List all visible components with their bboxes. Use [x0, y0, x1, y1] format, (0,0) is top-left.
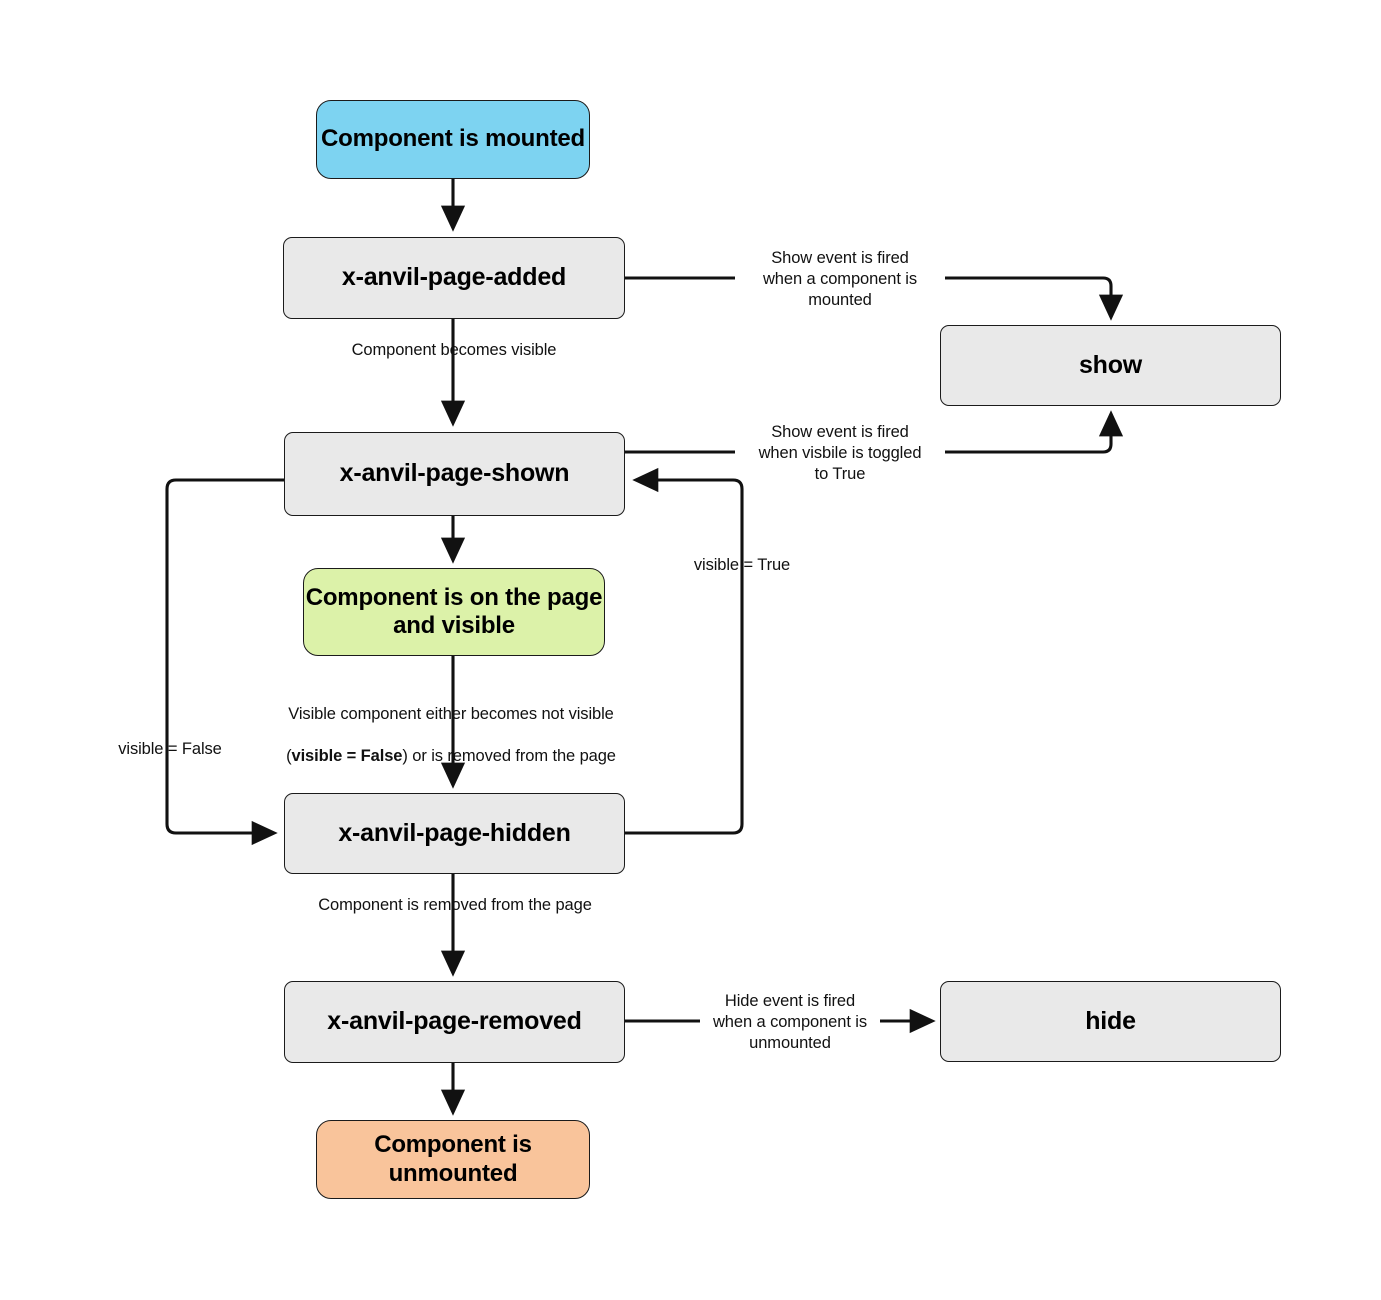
- edge-label-show-event-on-mount: Show event is fired when a component is …: [762, 249, 918, 310]
- edge-label-hide-event-on-unmount: Hide event is fired when a component is …: [712, 992, 868, 1053]
- edge-label-visible-true: visible = True: [693, 556, 791, 574]
- edge-label-visible-false: visible = False: [118, 740, 222, 758]
- edge-label-paren-close-rest: ) or is removed from the page: [402, 747, 616, 766]
- edge-label-paren-open: (: [286, 747, 292, 766]
- edge-label-show-event-on-visible-true: Show event is fired when visbile is togg…: [758, 423, 922, 484]
- node-x-anvil-page-hidden[interactable]: x-anvil-page-hidden: [284, 793, 625, 874]
- node-component-is-mounted[interactable]: Component is mounted: [316, 100, 590, 179]
- edge-label-component-becomes-visible: Component becomes visible: [351, 341, 557, 359]
- edge-page-added-to-show-elbow: [945, 276, 1124, 321]
- node-hide[interactable]: hide: [940, 981, 1281, 1062]
- node-x-anvil-page-shown[interactable]: x-anvil-page-shown: [284, 432, 625, 516]
- edge-page-shown-to-show-elbow: [945, 410, 1124, 454]
- edge-label-visible-component-becomes-not-visible: Visible component either becomes not vis…: [262, 683, 640, 767]
- node-component-on-page-and-visible[interactable]: Component is on the page and visible: [303, 568, 605, 656]
- edge-page-hidden-to-page-shown-loop: [625, 467, 744, 835]
- edge-label-visible-false-bold: visible = False: [291, 747, 403, 766]
- node-x-anvil-page-removed[interactable]: x-anvil-page-removed: [284, 981, 625, 1063]
- edge-label-line-1: Visible component either becomes not vis…: [288, 705, 614, 724]
- node-x-anvil-page-added[interactable]: x-anvil-page-added: [283, 237, 625, 319]
- edge-label-component-removed-from-page: Component is removed from the page: [318, 896, 592, 914]
- edge-page-shown-to-page-hidden-loop: [165, 478, 284, 846]
- node-show[interactable]: show: [940, 325, 1281, 406]
- node-component-is-unmounted[interactable]: Component is unmounted: [316, 1120, 590, 1199]
